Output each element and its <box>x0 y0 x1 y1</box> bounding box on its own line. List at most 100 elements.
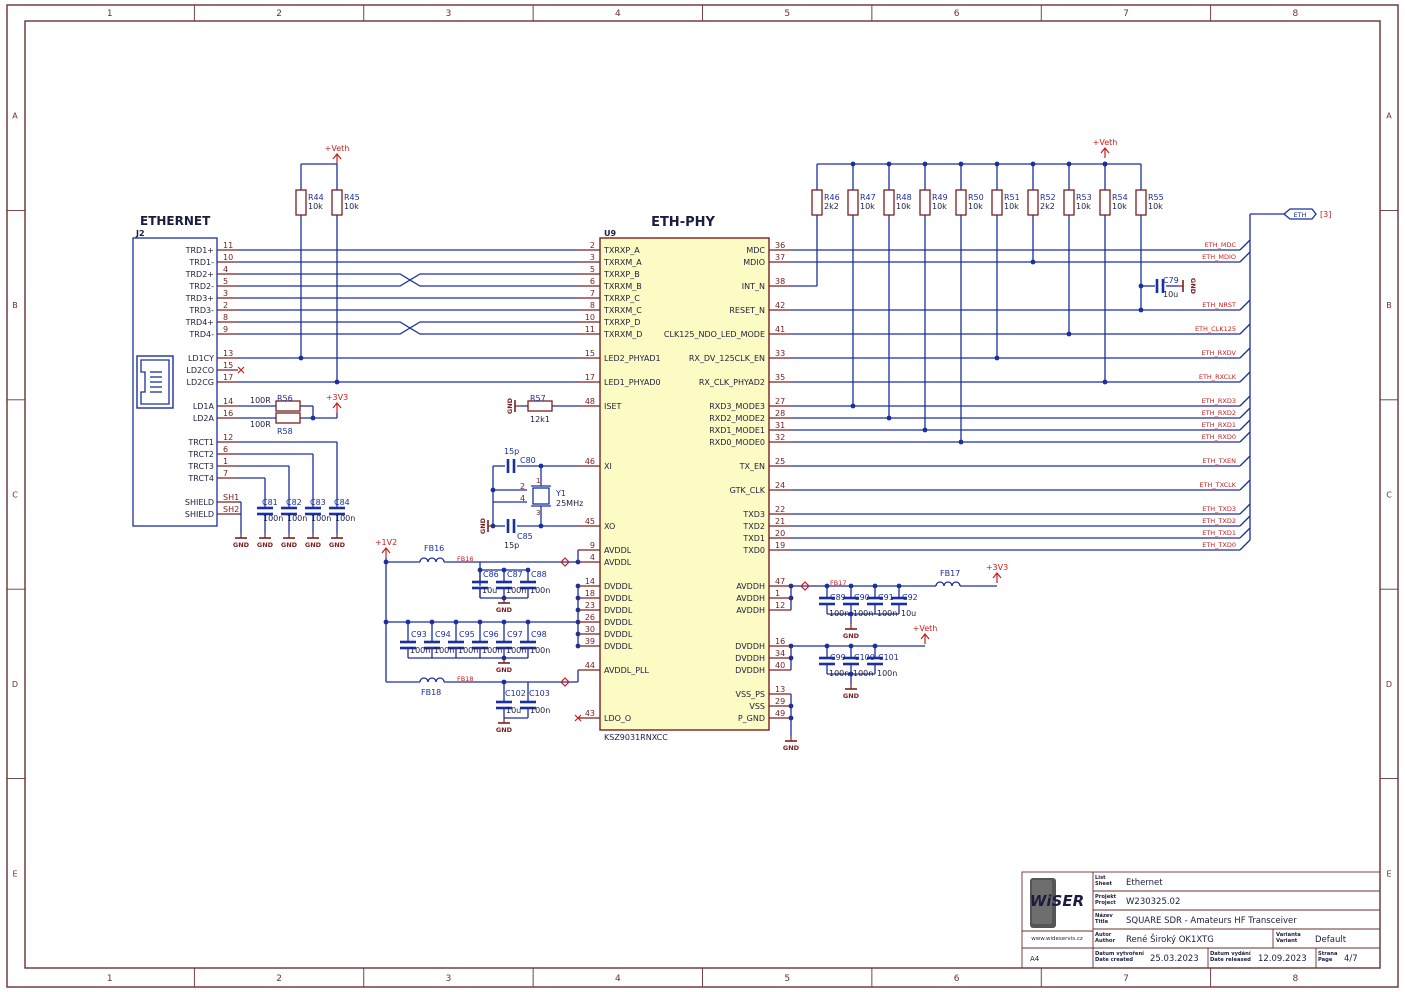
pin-number: 30 <box>585 625 595 634</box>
phy-ref: U9 <box>604 229 616 238</box>
gnd-label: GND <box>479 517 487 534</box>
pin-name: TXRXP_C <box>603 294 640 303</box>
capacitor-value: 10u <box>1163 290 1178 299</box>
column-label: 2 <box>276 9 282 19</box>
capacitor-ref: C98 <box>531 630 547 639</box>
resistor-ref: R55 <box>1148 193 1164 202</box>
pin-number: 47 <box>775 577 785 586</box>
phy-title: ETH-PHY <box>651 215 715 230</box>
pin-number: 44 <box>585 661 595 670</box>
row-label: C <box>1386 491 1392 500</box>
pin-name: XO <box>604 522 615 531</box>
pin-name: TRD3+ <box>185 294 214 303</box>
row-label: E <box>12 869 17 878</box>
resistor-body <box>275 412 301 424</box>
column-label: 7 <box>1123 974 1129 984</box>
capacitor-ref: C93 <box>411 630 427 639</box>
pin-number: 1 <box>775 589 780 598</box>
pin-name: LED2_PHYAD1 <box>604 354 661 363</box>
pin-name: DVDDH <box>735 666 765 675</box>
junction-dot <box>824 643 830 649</box>
title-field-value: 4/7 <box>1344 954 1358 964</box>
crystal-value: 25MHz <box>556 499 583 508</box>
pin-name: DVDDL <box>604 594 633 603</box>
column-label: 5 <box>784 9 790 19</box>
pin-name: AVDDL <box>604 546 632 555</box>
net-label: ETH_NRST <box>1202 301 1236 309</box>
pin-name: RXD3_MODE3 <box>709 402 765 411</box>
capacitor-value: 100n <box>530 586 550 595</box>
gnd-label: GND <box>496 606 513 614</box>
pin-number: 8 <box>590 301 595 310</box>
row-label: E <box>1386 869 1391 878</box>
pin-number: 4 <box>590 553 595 562</box>
resistor-body <box>811 189 823 216</box>
column-label: 3 <box>446 9 452 19</box>
pin-number: 1 <box>223 457 228 466</box>
net-label: ETH_RXCLK <box>1199 373 1237 381</box>
rj45-jack-icon <box>140 359 170 405</box>
pin-number: 10 <box>223 253 233 262</box>
veth-label: +Veth <box>1093 138 1118 147</box>
capacitor-value: 100n <box>829 609 849 618</box>
components <box>132 147 1184 742</box>
company-logo <box>1032 880 1052 924</box>
resistor-value: 10k <box>860 202 875 211</box>
title-field-value: Ethernet <box>1126 878 1163 888</box>
pin-number: 19 <box>775 541 785 550</box>
junction-dot <box>477 619 483 625</box>
junction-dot <box>922 161 928 167</box>
capacitor-value: 100n <box>482 646 502 655</box>
capacitor-value: 100n <box>829 669 849 678</box>
pin-number: 12 <box>775 601 785 610</box>
pin-name: TXRXM_B <box>603 282 642 291</box>
pin-number: 43 <box>585 709 595 718</box>
pin-number: 41 <box>775 325 785 334</box>
pin-name: DVDDL <box>604 630 633 639</box>
pwr-flag <box>560 557 570 567</box>
pin-number: 37 <box>775 253 785 262</box>
junction-dot <box>872 643 878 649</box>
title-field-label: Author <box>1095 938 1115 944</box>
resistor-body <box>919 189 931 216</box>
resistor-body <box>527 400 553 412</box>
pin-name: TRD2- <box>188 282 214 291</box>
capacitor-value: 100n <box>530 646 550 655</box>
pin-number: 3 <box>590 253 595 262</box>
net-label: ETH_RXD1 <box>1202 421 1236 429</box>
resistor-ref: R50 <box>968 193 984 202</box>
capacitor-value: 15p <box>504 541 519 550</box>
pin-name: MDC <box>746 246 765 255</box>
pin-number: 16 <box>775 637 785 646</box>
row-label: D <box>1386 680 1392 689</box>
pin-number: 2 <box>520 482 525 491</box>
net-label: ETH_RXDV <box>1201 349 1236 357</box>
bus-entry <box>1239 515 1251 527</box>
title-field-label: Variant <box>1276 938 1298 944</box>
gnd-label: GND <box>506 397 514 414</box>
resistor-value: 10k <box>344 202 359 211</box>
title-field-value: SQUARE SDR - Amateurs HF Transceiver <box>1126 916 1297 926</box>
net-label: ETH_TXEN <box>1202 457 1236 465</box>
title-field-value: 25.03.2023 <box>1150 954 1199 964</box>
ferrite-net: FB16 <box>457 555 473 563</box>
resistor-ref: R51 <box>1004 193 1020 202</box>
bus-entry <box>1239 407 1251 419</box>
bus-entry <box>1239 419 1251 431</box>
pin-name: AVDDL_PLL <box>604 666 649 675</box>
company-logo <box>1030 878 1056 928</box>
resistor-body <box>275 400 301 412</box>
pin-number: 3 <box>536 509 540 517</box>
capacitor-value: 100n <box>853 669 873 678</box>
capacitor-ref: C103 <box>529 689 550 698</box>
pin-name: TXRXP_A <box>603 246 640 255</box>
junction-dot <box>872 583 878 589</box>
net-label: ETH_TXD0 <box>1202 541 1236 549</box>
pin-number: 42 <box>775 301 785 310</box>
junction-dot <box>848 583 854 589</box>
pin-name: ISET <box>604 402 621 411</box>
capacitor-ref: C83 <box>310 498 326 507</box>
pin-number: 36 <box>775 241 785 250</box>
pin-number: 6 <box>590 277 595 286</box>
title-field-label: Title <box>1095 919 1109 925</box>
